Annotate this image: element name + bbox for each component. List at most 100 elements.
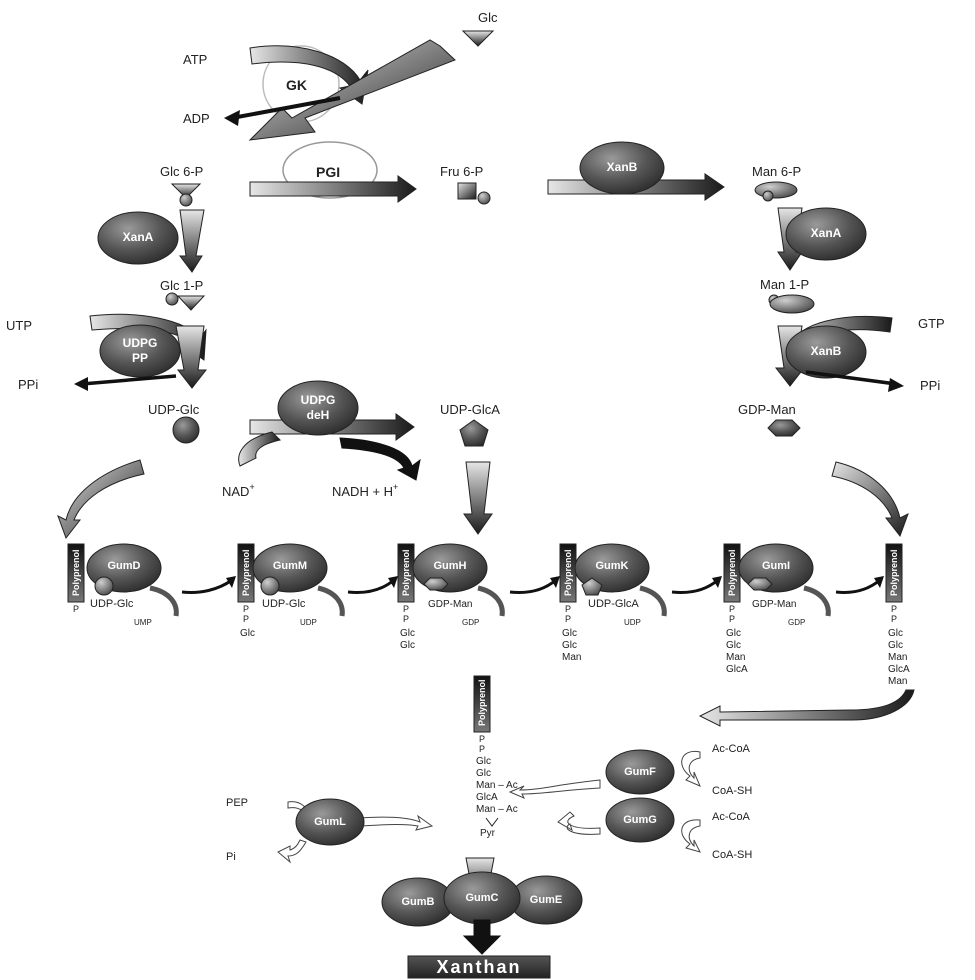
- glc6p-phosphate-icon: [179, 193, 193, 207]
- step2-released: UDP: [300, 618, 317, 627]
- adp-label: ADP: [183, 111, 210, 126]
- glc1p-label: Glc 1-P: [160, 278, 203, 293]
- man6p-hexose-icon: [754, 181, 798, 199]
- step6-chain-3: GlcA: [888, 664, 910, 675]
- nad-consumption-arrow: [238, 431, 281, 467]
- udpgpp-arrow: [175, 325, 208, 389]
- gumg-transfer-arrow: [557, 811, 601, 835]
- step5-donor: GDP-Man: [752, 599, 796, 610]
- udpglc-feed-arrow: [57, 459, 145, 540]
- acoa-1-label: Ac-CoA: [712, 743, 751, 755]
- udpgdeh-enzyme: [277, 380, 359, 436]
- glc-label: Glc: [478, 10, 498, 25]
- gumf-enzyme: [605, 749, 675, 795]
- step1-donor: UDP-Glc: [90, 598, 134, 610]
- step3-chain-0: Glc: [400, 628, 415, 639]
- gdpman-label: GDP-Man: [738, 402, 796, 417]
- udpglc-label: UDP-Glc: [148, 402, 200, 417]
- xana-left-label: XanA: [123, 230, 154, 244]
- xana-left-enzyme: [97, 211, 179, 265]
- gumi-label: GumI: [762, 560, 790, 572]
- step5-chain-0: Glc: [726, 628, 741, 639]
- pi-label: Pi: [226, 851, 236, 863]
- step2-arrowhead-icon: [388, 576, 398, 588]
- udpgdeh-label-1: UDPG: [301, 393, 336, 407]
- glc1p-phosphate-icon: [165, 292, 179, 306]
- step2-donor: UDP-Glc: [262, 598, 306, 610]
- coash-2-label: CoA-SH: [712, 849, 752, 861]
- gumm-label: GumM: [273, 560, 307, 572]
- step3-donor: GDP-Man: [428, 599, 472, 610]
- carrier-6: Polyprenol: [885, 543, 903, 603]
- udpglca-feed-arrow: [463, 461, 493, 535]
- ppi-right-arrowhead-icon: [888, 378, 904, 392]
- adp-arrowhead-icon: [224, 110, 240, 126]
- return-arrow: [698, 689, 915, 727]
- glc-triangle-icon: [461, 30, 495, 47]
- svg-text:Polyprenol: Polyprenol: [563, 549, 573, 596]
- guml-enzyme: [295, 798, 365, 846]
- modified-p1: P: [479, 734, 485, 744]
- adp-release-arrow: [231, 96, 341, 120]
- step4-donor: UDP-GlcA: [588, 598, 639, 610]
- carrier-5-p1: P: [729, 604, 735, 614]
- step1-arrowhead-icon: [226, 576, 236, 588]
- gumf-label: GumF: [624, 766, 656, 778]
- modified-chain-3: GlcA: [476, 792, 498, 803]
- gumk-substrate-icon: [581, 577, 603, 596]
- carrier-4-p2: P: [565, 614, 571, 624]
- carrier-6-p1: P: [891, 604, 897, 614]
- ppi-left-label: PPi: [18, 377, 38, 392]
- utp-label: UTP: [6, 318, 32, 333]
- carrier-3-p1: P: [403, 604, 409, 614]
- step5-arrowhead-icon: [874, 576, 884, 588]
- step6-chain-1: Glc: [888, 640, 903, 651]
- carrier-2: Polyprenol: [237, 543, 255, 603]
- step3-arrowhead-icon: [550, 576, 560, 588]
- carrier-1: Polyprenol: [67, 543, 85, 603]
- step5-released: GDP: [788, 618, 805, 627]
- step4-chain-2: Man: [562, 652, 581, 663]
- step6-chain-4: Man: [888, 676, 907, 687]
- xana-right-label: XanA: [811, 226, 842, 240]
- glc6p-triangle-icon: [170, 183, 202, 199]
- glc1p-triangle-icon: [176, 295, 206, 311]
- gk-main-arrow: [248, 39, 456, 141]
- udpglca-pentagon-icon: [459, 419, 489, 447]
- step5-chain-1: Glc: [726, 640, 741, 651]
- man1p-hexose-icon: [769, 294, 815, 314]
- svg-text:Polyprenol: Polyprenol: [241, 549, 251, 596]
- nad-label: NAD+: [222, 482, 255, 499]
- gumm-substrate-icon: [260, 576, 280, 596]
- gume-label: GumE: [530, 894, 562, 906]
- gumh-label: GumH: [434, 560, 467, 572]
- step2-chain-0: Glc: [240, 628, 255, 639]
- carrier-5-p2: P: [729, 614, 735, 624]
- step4-to-step5-arrow: [671, 578, 719, 594]
- carrier-5: Polyprenol: [723, 543, 741, 603]
- step4-arrowhead-icon: [712, 576, 722, 588]
- fru6p-phosphate-icon: [477, 191, 491, 205]
- step4-released: UDP: [624, 618, 641, 627]
- udpglca-label: UDP-GlcA: [440, 402, 500, 417]
- step3-to-step4-arrow: [509, 578, 557, 594]
- carrier-4: Polyprenol: [559, 543, 577, 603]
- step5-release-arrow: [803, 585, 831, 617]
- xanthan-label: Xanthan: [436, 957, 521, 977]
- pyr-linkage-icon: [485, 817, 499, 827]
- gumd-substrate-icon: [94, 576, 114, 596]
- gumf-acoa-arrow: [681, 750, 701, 787]
- modified-pyr: Pyr: [480, 828, 496, 839]
- nadh-release-arrow: [339, 437, 421, 481]
- ppi-right-label: PPi: [920, 378, 940, 393]
- export-arrow: [462, 919, 502, 955]
- svg-text:Polyprenol: Polyprenol: [889, 549, 899, 596]
- modified-p2: P: [479, 744, 485, 754]
- ppi-left-arrowhead-icon: [74, 377, 88, 391]
- modified-chain-2: Man – Ac: [476, 780, 518, 791]
- svg-text:Polyprenol: Polyprenol: [477, 679, 487, 726]
- step1-release-arrow: [149, 585, 179, 617]
- carrier-3: Polyprenol: [397, 543, 415, 603]
- udpgpp-label-2: PP: [132, 351, 148, 365]
- man6p-label: Man 6-P: [752, 164, 801, 179]
